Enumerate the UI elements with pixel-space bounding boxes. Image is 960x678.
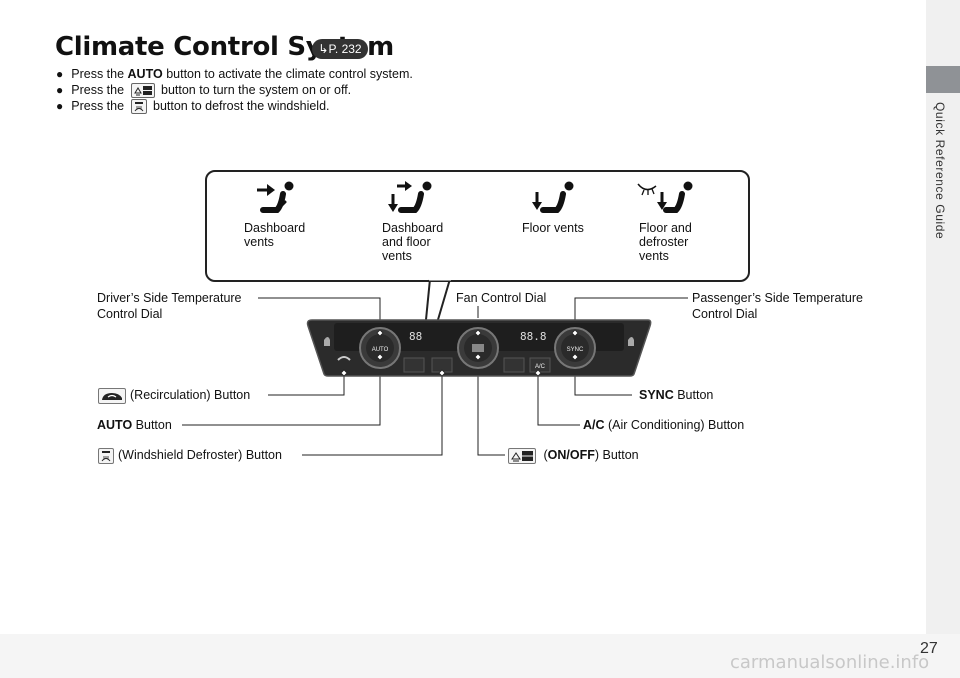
callout-marker	[474, 353, 482, 361]
side-tab-label: Quick Reference Guide	[933, 102, 947, 240]
callout-marker	[474, 329, 482, 337]
floor-vents-icon	[532, 181, 574, 213]
floor-defroster-vents-icon	[637, 181, 693, 213]
ac-button-label: A/C	[535, 364, 546, 370]
recirculation-button[interactable]	[337, 356, 351, 361]
on-off-button[interactable]	[472, 344, 484, 352]
vent-label-floor-defroster: Floor and defroster vents	[639, 221, 692, 263]
callout-marker	[340, 369, 348, 377]
page-ref-arrow-icon: ↳	[318, 42, 329, 56]
bullet-icon: ●	[56, 83, 64, 97]
on-off-button-icon	[130, 83, 155, 99]
dashboard-vents-icon	[257, 181, 294, 213]
climate-control-panel: 88 88.8 AUTO SYNC A/C	[306, 319, 652, 377]
instruction-item: ●Press the AUTO button to activate the c…	[56, 67, 413, 81]
callout-marker	[571, 329, 579, 337]
left-seat-heater-icon	[324, 337, 330, 346]
callout-ac: A/C (Air Conditioning) Button	[583, 418, 745, 432]
vent-label-dashboard-floor: Dashboard and floor vents	[382, 221, 444, 263]
vent-mode-legend	[205, 170, 750, 282]
passenger-temperature-dial[interactable]: SYNC	[554, 327, 596, 369]
callout-recirculation: (Recirculation) Button	[98, 387, 250, 404]
page-reference-link[interactable]: ↳P. 232	[312, 39, 368, 59]
callout-driver-temperature: Driver’s Side Temperature Control Dial	[97, 291, 242, 321]
bullet-icon: ●	[56, 99, 64, 113]
right-temp-display: 88.8	[520, 330, 547, 343]
watermark: carmanualsonline.info	[730, 652, 930, 673]
sync-button[interactable]: SYNC	[567, 347, 584, 353]
front-defroster-icon	[130, 99, 147, 115]
windshield-defroster-icon	[98, 447, 114, 464]
instruction-item: ●Press the button to turn the system on …	[56, 83, 352, 99]
fan-control-dial[interactable]	[457, 327, 499, 369]
recirculation-icon	[98, 387, 126, 404]
dashboard-floor-vents-icon	[388, 181, 432, 213]
callout-passenger-temperature: Passenger’s Side Temperature Control Dia…	[692, 291, 863, 321]
instruction-item: ●Press the button to defrost the windshi…	[56, 99, 330, 115]
on-off-icon	[508, 447, 536, 464]
page-number: 27	[920, 640, 938, 657]
footer-band	[0, 634, 960, 678]
mode-button[interactable]	[503, 357, 525, 373]
bullet-icon: ●	[56, 67, 64, 81]
callout-windshield-defroster: (Windshield Defroster) Button	[98, 447, 282, 464]
auto-key-label: AUTO	[127, 67, 163, 81]
page-ref-label: P. 232	[328, 42, 362, 56]
side-tab-marker	[926, 66, 960, 93]
callout-marker	[571, 353, 579, 361]
callout-fan-dial: Fan Control Dial	[456, 291, 547, 305]
auto-button[interactable]: AUTO	[372, 347, 389, 353]
rear-defroster-button[interactable]	[403, 357, 425, 373]
vent-label-floor: Floor vents	[522, 221, 584, 235]
instruction-list: ●Press the AUTO button to activate the c…	[56, 66, 413, 115]
side-tab-background	[926, 0, 960, 634]
callout-marker	[534, 369, 542, 377]
left-temp-display: 88	[409, 330, 422, 343]
callout-marker	[376, 329, 384, 337]
callout-marker	[376, 353, 384, 361]
callout-on-off: (ON/OFF) Button	[508, 447, 639, 464]
right-seat-heater-icon	[628, 337, 634, 346]
vent-label-dashboard: Dashboard vents	[244, 221, 306, 249]
callout-marker	[438, 369, 446, 377]
callout-sync: SYNC Button	[639, 388, 714, 402]
callout-auto: AUTO Button	[97, 418, 172, 432]
driver-temperature-dial[interactable]: AUTO	[359, 327, 401, 369]
